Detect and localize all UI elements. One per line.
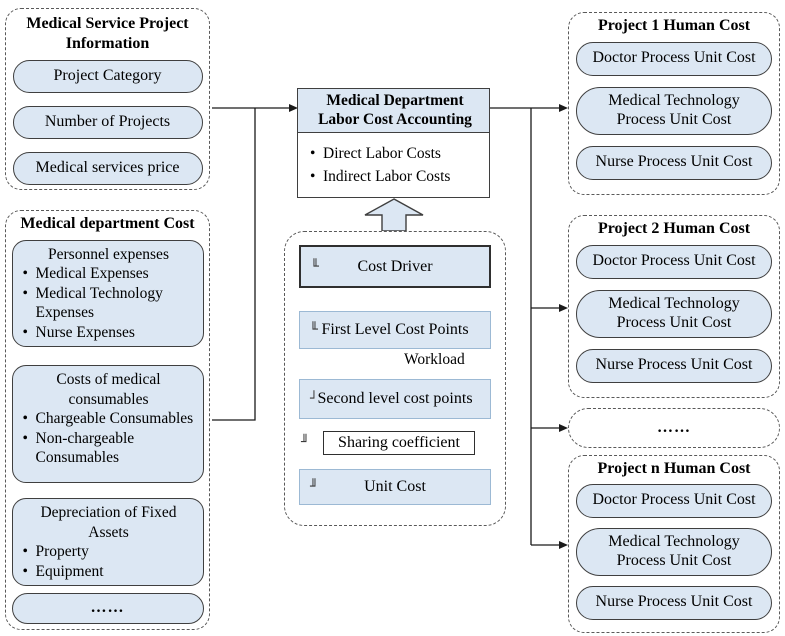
- group-project-1-human-cost: Project 1 Human Cost Doctor Process Unit…: [568, 12, 780, 195]
- step-label: Unit Cost: [364, 478, 426, 495]
- node-medtech-unit-cost: Medical Technology Process Unit Cost: [576, 289, 772, 338]
- step-label: Second level cost points: [317, 390, 473, 407]
- node-first-level-cost-points: ╙ First Level Cost Points: [299, 311, 491, 349]
- group-cost-flow: ╙ Cost Driver ╙ First Level Cost Points …: [284, 231, 506, 526]
- arrowhead-projectn: [559, 541, 568, 549]
- node-medical-services-price: Medical services price: [12, 152, 203, 186]
- box-heading: Depreciation of Fixed Assets: [40, 504, 177, 541]
- group-title: Medical department Cost: [20, 215, 195, 232]
- group-title: Project 1 Human Cost: [597, 17, 751, 34]
- node-doctor-unit-cost: Doctor Process Unit Cost: [576, 244, 772, 279]
- block-up-arrow: [364, 198, 424, 232]
- node-nurse-unit-cost: Nurse Process Unit Cost: [576, 145, 772, 180]
- node-project-category: Project Category: [12, 60, 203, 94]
- level-glyph-icon: ╙: [311, 259, 319, 274]
- node-second-level-cost-points: ┘ Second level cost points: [299, 379, 491, 419]
- arrowhead-ellipsis: [559, 424, 568, 432]
- group-project-2-human-cost: Project 2 Human Cost Doctor Process Unit…: [568, 215, 780, 398]
- node-number-of-projects: Number of Projects: [12, 106, 203, 140]
- level-glyph-icon: ┘: [310, 391, 318, 407]
- node-nurse-unit-cost: Nurse Process Unit Cost: [576, 348, 772, 383]
- bullet-item: Property: [21, 542, 197, 562]
- step-label: Cost Driver: [357, 257, 433, 275]
- level-glyph-icon: ╙: [310, 322, 318, 338]
- box-heading: Costs of medical consumables: [56, 371, 161, 408]
- level-glyph-icon: ╜: [310, 479, 318, 495]
- node-nurse-unit-cost: Nurse Process Unit Cost: [576, 585, 772, 620]
- accounting-body: Direct Labor Costs Indirect Labor Costs: [298, 133, 489, 189]
- bullet-item: Equipment: [21, 562, 197, 582]
- node-personnel-expenses: Personnel expenses Medical Expenses Medi…: [11, 239, 204, 348]
- step-label: First Level Cost Points: [321, 321, 469, 338]
- group-title: Project 2 Human Cost: [597, 220, 751, 237]
- node-costs-of-medical-consumables: Costs of medical consumables Chargeable …: [11, 365, 204, 484]
- step-label: Sharing coefficient: [338, 434, 460, 451]
- node-medtech-unit-cost: Medical Technology Process Unit Cost: [576, 527, 772, 576]
- bullet-item: Chargeable Consumables: [21, 409, 197, 429]
- group-medical-department-cost: Medical department Cost Personnel expens…: [5, 210, 210, 630]
- node-depreciation-fixed-assets: Depreciation of Fixed Assets Property Eq…: [11, 498, 204, 587]
- node-cost-driver: ╙ Cost Driver: [299, 245, 491, 288]
- node-doctor-unit-cost: Doctor Process Unit Cost: [576, 41, 772, 76]
- node-medtech-unit-cost: Medical Technology Process Unit Cost: [576, 86, 772, 135]
- node-ellipsis-left: ……: [11, 593, 204, 625]
- accounting-title-text: Medical Department Labor Cost Accounting: [318, 92, 472, 129]
- group-project-n-human-cost: Project n Human Cost Doctor Process Unit…: [568, 455, 780, 633]
- arrowhead-project2: [559, 304, 568, 312]
- bullet-item: Direct Labor Costs: [308, 142, 483, 166]
- bullet-item: Nurse Expenses: [21, 323, 197, 343]
- node-ellipsis-right: ……: [568, 408, 780, 448]
- node-labor-cost-accounting: Medical Department Labor Cost Accounting…: [297, 88, 490, 198]
- bullet-item: Medical Technology Expenses: [21, 284, 197, 323]
- node-unit-cost: ╜ Unit Cost: [299, 469, 491, 505]
- bullet-item: Medical Expenses: [21, 264, 197, 284]
- level-glyph-icon: ╜: [301, 435, 309, 450]
- group-title: Medical Service Project Information: [26, 15, 189, 52]
- group-project-information: Medical Service Project Information Proj…: [5, 8, 210, 190]
- arrowhead-project1: [559, 104, 568, 112]
- edge-label-workload: Workload: [404, 351, 465, 368]
- node-sharing-coefficient: Sharing coefficient: [323, 431, 475, 455]
- connector-deptcost-elbow: [212, 108, 256, 421]
- group-title: Project n Human Cost: [597, 460, 751, 477]
- node-doctor-unit-cost: Doctor Process Unit Cost: [576, 483, 772, 518]
- bullet-item: Non-chargeable Consumables: [21, 429, 197, 468]
- box-heading: Personnel expenses: [48, 245, 169, 263]
- accounting-title: Medical Department Labor Cost Accounting: [298, 89, 489, 133]
- bullet-item: Indirect Labor Costs: [308, 165, 483, 189]
